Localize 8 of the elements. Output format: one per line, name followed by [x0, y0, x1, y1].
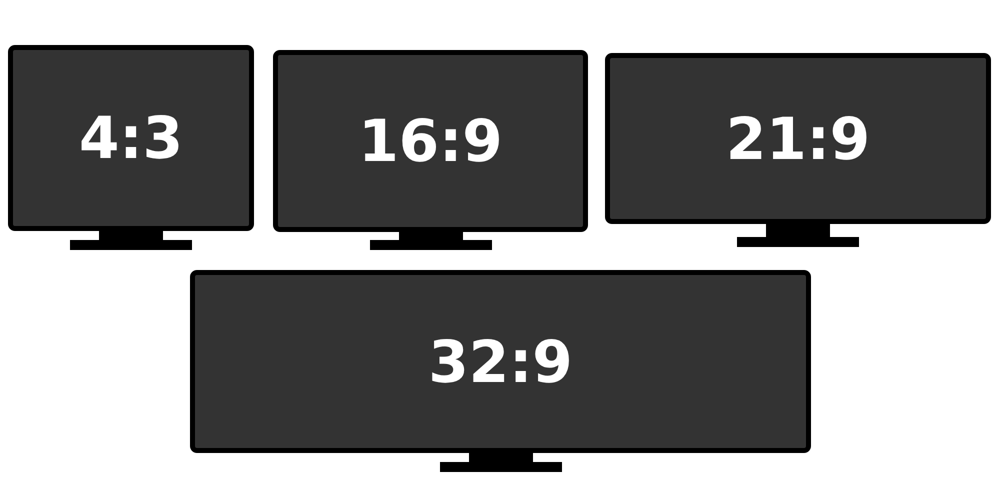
monitor-screen — [8, 45, 254, 231]
monitor-screen — [605, 53, 991, 224]
aspect-ratio-label: 21:9 — [726, 104, 870, 172]
aspect-ratio-label: 4:3 — [79, 104, 183, 172]
monitor-screen — [273, 50, 588, 232]
aspect-ratio-label: 16:9 — [358, 107, 503, 175]
monitor-screen — [190, 270, 811, 453]
aspect-ratio-label: 32:9 — [428, 328, 573, 396]
